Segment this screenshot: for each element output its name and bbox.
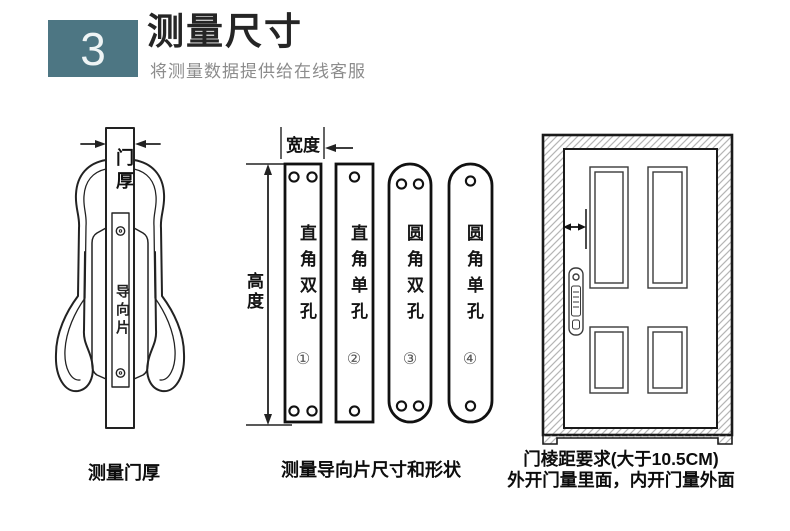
plate-3-number: ③	[402, 351, 418, 368]
plate-holes	[288, 171, 477, 417]
smart-lock-on-door	[568, 267, 584, 336]
lock-right-handle	[133, 159, 186, 393]
dimension-arrows	[246, 127, 353, 426]
height-dimension-label: 高度	[244, 272, 263, 312]
door-drawing	[541, 133, 734, 445]
plate-4-number: ④	[462, 351, 478, 368]
plate-1-number: ①	[295, 351, 311, 368]
guide-plate-label: 导向片	[115, 284, 131, 338]
door-section-caption: 门棱距要求(大于10.5CM) 外开门量里面，内开门量外面	[496, 449, 746, 491]
door-thickness-label: 门厚	[114, 148, 134, 194]
plate-3-shape	[387, 162, 433, 424]
plate-4-shape	[447, 162, 494, 424]
plate-3-label: 圆角双孔	[404, 224, 423, 328]
plate-2-shape	[334, 162, 375, 424]
door-thickness-arrows	[80, 140, 161, 148]
plate-2-label: 直角单孔	[348, 224, 367, 328]
step-number-box: 3	[48, 20, 138, 77]
lock-side-view-drawing	[54, 127, 186, 429]
page-subtitle: 将测量数据提供给在线客服	[150, 62, 366, 81]
door-leaf	[563, 148, 718, 429]
door-panels	[589, 166, 688, 394]
edge-distance-arrow	[563, 209, 587, 249]
width-dimension-label: 宽度	[286, 136, 320, 155]
plate-1-label: 直角双孔	[297, 224, 316, 328]
lock-left-handle	[54, 159, 107, 393]
door-caption-line2: 外开门量里面，内开门量外面	[507, 470, 735, 490]
guide-plates	[283, 162, 494, 424]
door-caption-line1: 门棱距要求(大于10.5CM)	[523, 449, 719, 469]
page-title: 测量尺寸	[147, 11, 303, 52]
door-threshold	[542, 434, 733, 445]
plates-section-caption: 测量导向片尺寸和形状	[281, 460, 461, 480]
plate-2-number: ②	[346, 351, 362, 368]
lock-section-caption: 测量门厚	[88, 463, 160, 483]
guide-plate-faceplate	[111, 212, 130, 388]
plate-1-shape	[283, 162, 323, 424]
step-number: 3	[80, 22, 106, 75]
plate-4-label: 圆角单孔	[464, 224, 483, 328]
